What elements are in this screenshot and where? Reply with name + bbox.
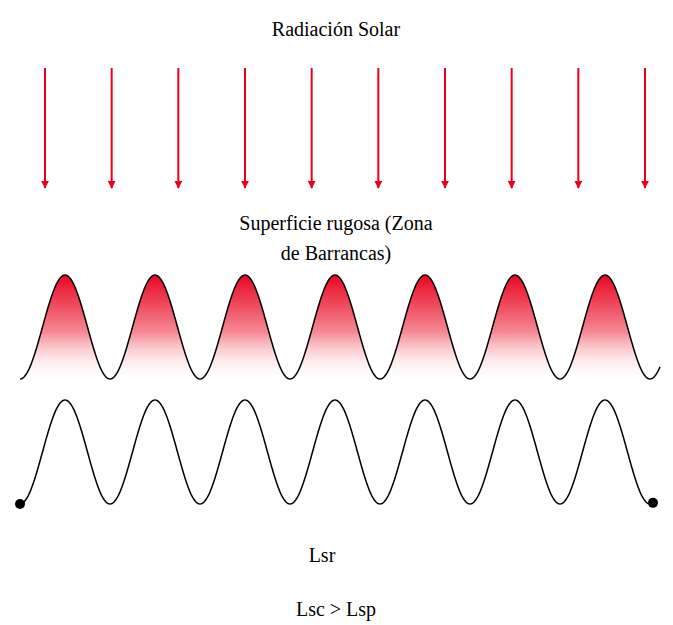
surface-label: Superficie rugosa (Zona de Barrancas)	[229, 208, 443, 268]
length-curve	[20, 400, 653, 504]
solar-ray	[644, 68, 646, 188]
heated-surface	[20, 275, 660, 380]
rough-surface	[15, 275, 660, 509]
solar-ray	[377, 68, 379, 188]
rough-surface-line	[20, 275, 660, 379]
solar-ray	[577, 68, 579, 188]
solar-ray	[177, 68, 179, 188]
solar-ray	[444, 68, 446, 188]
solar-ray	[311, 68, 313, 188]
end-point	[648, 498, 658, 508]
relation-label: Lsc > Lsp	[296, 594, 376, 624]
solar-ray	[111, 68, 113, 188]
length-label: Lsr	[309, 540, 336, 570]
solar-rays	[45, 68, 645, 188]
solar-ray	[44, 68, 46, 188]
title-label: Radiación Solar	[272, 14, 400, 44]
solar-ray	[244, 68, 246, 188]
solar-ray	[511, 68, 513, 188]
end-point	[15, 499, 25, 509]
